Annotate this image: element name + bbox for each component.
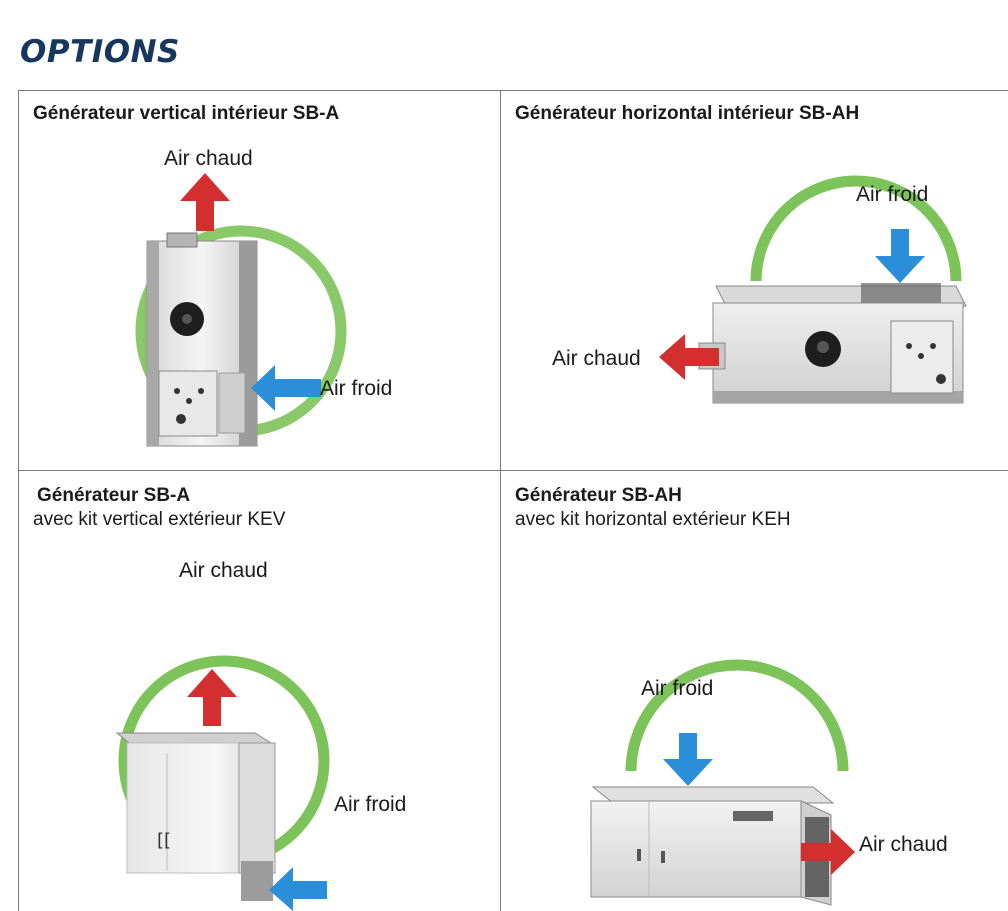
unit-illustration-horizontal <box>659 175 967 404</box>
hot-air-arrow-icon <box>187 669 237 726</box>
cold-air-label: Air froid <box>320 377 393 400</box>
hot-air-label: Air chaud <box>179 559 268 582</box>
cell-subtitle: avec kit vertical extérieur KEV <box>33 509 286 530</box>
hot-air-label: Air chaud <box>552 347 641 370</box>
hot-air-arrow-icon <box>180 173 230 231</box>
cold-air-label: Air froid <box>641 677 714 700</box>
airflow-ring <box>750 175 962 282</box>
cell-heading: Générateur SB-A <box>37 485 191 506</box>
hot-air-label: Air chaud <box>859 833 948 856</box>
option-cell-sb-a-vertical: Générateur vertical intérieur SB-A <box>19 91 501 471</box>
unit-illustration-vertical <box>135 173 347 447</box>
cold-air-arrow-icon <box>875 229 925 283</box>
cell-subtitle: avec kit horizontal extérieur KEH <box>515 509 791 530</box>
cold-air-label: Air froid <box>856 183 929 206</box>
unit-illustration-keh <box>590 659 855 906</box>
hot-air-label: Air chaud <box>164 147 253 170</box>
option-cell-sb-ah-horizontal: Générateur horizontal intérieur SB-AH <box>501 91 1008 471</box>
cold-air-label: Air froid <box>334 793 407 816</box>
cold-air-arrow-icon <box>663 733 713 786</box>
hot-air-arrow-icon <box>801 829 855 875</box>
cell-heading: Générateur horizontal intérieur SB-AH <box>515 103 860 124</box>
unit-illustration-kev: [[ <box>115 655 330 911</box>
cell-heading: Générateur SB-AH <box>515 485 682 506</box>
page-title: OPTIONS <box>20 34 180 70</box>
airflow-ring <box>625 659 849 772</box>
cell-heading: Générateur vertical intérieur SB-A <box>33 103 340 124</box>
cold-air-arrow-icon <box>269 867 327 911</box>
cold-air-arrow-icon <box>251 365 321 411</box>
hot-air-arrow-icon <box>659 334 719 380</box>
options-table: Générateur vertical intérieur SB-A <box>18 90 1008 911</box>
svg-text:[[: [[ <box>157 830 171 851</box>
option-cell-sb-a-kev: Générateur SB-A avec kit vertical extéri… <box>19 471 501 911</box>
option-cell-sb-ah-keh: Générateur SB-AH avec kit horizontal ext… <box>501 471 1008 911</box>
